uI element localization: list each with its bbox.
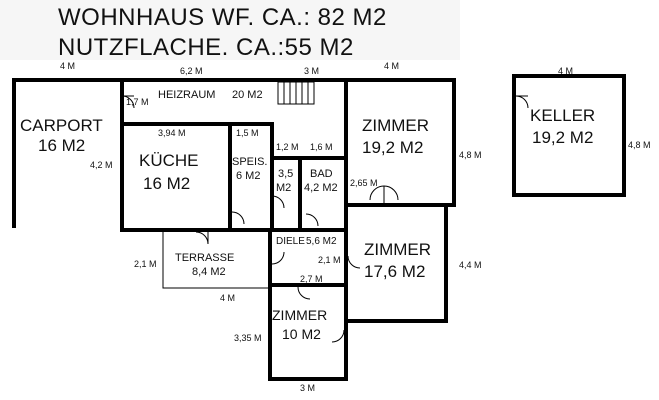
door-zimmer1	[369, 185, 399, 201]
zimmer-2-area: 17,6 M2	[364, 262, 426, 281]
dim-zimmer-1-side: 4,8 M	[459, 150, 482, 160]
kueche-area: 16 M2	[143, 174, 191, 193]
dim-keller-side: 4,8 M	[628, 140, 651, 150]
title-background	[0, 0, 460, 60]
zimmer-2-walls	[344, 203, 448, 323]
diele-label: DIELE	[276, 236, 305, 247]
dim-zimmer-2-side: 4,4 M	[459, 260, 482, 270]
heizraum-label: HEIZRAUM	[158, 89, 216, 101]
dim-zimmer-3-bottom: 3 M	[300, 383, 316, 393]
terrasse-outline	[162, 230, 270, 289]
terrasse-area: 8,4 M2	[192, 266, 226, 278]
door-zimmer3-side	[331, 329, 345, 343]
title-usable-area: NUTZFLACHE. CA.:55 M2	[58, 34, 354, 61]
dim-carport-side: 4,2 M	[90, 160, 113, 170]
dim-keller-top: 4 M	[558, 66, 574, 76]
door-hall	[271, 251, 285, 265]
title-living-area: WOHNHAUS WF. CA.: 82 M2	[58, 4, 387, 31]
bad-label: BAD	[310, 168, 333, 180]
dim-heizraum-small: 1,7 M	[126, 97, 149, 107]
dim-terrasse-bottom: 4 M	[220, 293, 236, 303]
small-room-label: 3,5	[278, 168, 294, 180]
door-bad	[305, 213, 319, 227]
diele-area: 5,6 M2	[306, 236, 337, 247]
kueche-label: KÜCHE	[139, 151, 199, 170]
dim-kueche-width: 3,94 M	[158, 128, 186, 138]
door-zimmer3	[297, 286, 311, 300]
zimmer-1-label: ZIMMER	[362, 116, 430, 135]
zimmer-2-label: ZIMMER	[364, 240, 432, 259]
dim-top-heizraum: 6,2 M	[180, 66, 203, 76]
speis-area: 6 M2	[236, 170, 261, 182]
dim-hall-bottom: 2,7 M	[300, 274, 323, 284]
dim-zimmer-1-inner: 2,65 M	[350, 178, 378, 188]
heizraum-area: 20 M2	[232, 89, 263, 101]
dim-diele-side: 2,1 M	[318, 255, 341, 265]
dim-top-zimmer: 4 M	[384, 61, 400, 71]
speis-label: SPEIS.	[232, 156, 268, 168]
zimmer-1-area: 19,2 M2	[362, 138, 424, 157]
keller-area: 19,2 M2	[532, 128, 594, 147]
door-zimmer2	[347, 255, 361, 269]
small-room-area: M2	[276, 182, 292, 194]
carport-label: CARPORT	[20, 116, 103, 135]
door-small-room	[271, 195, 285, 209]
zimmer-3-area: 10 M2	[282, 326, 321, 342]
zimmer-3-label: ZIMMER	[272, 307, 328, 323]
zimmer-3-walls	[268, 283, 348, 381]
keller-label: KELLER	[530, 106, 596, 125]
dim-terrasse-side: 2,1 M	[134, 259, 157, 269]
dim-zimmer-3-side: 3,35 M	[234, 333, 262, 343]
bad-walls	[298, 156, 348, 232]
dim-top-stairs: 3 M	[304, 66, 320, 76]
dim-top-carport: 4 M	[60, 61, 76, 71]
dim-speis-width: 1,5 M	[236, 128, 259, 138]
door-keller	[515, 95, 529, 109]
door-speis	[231, 211, 245, 225]
door-terrasse	[195, 231, 209, 245]
dim-hall-width: 1,2 M	[276, 142, 299, 152]
keller-walls	[512, 74, 626, 197]
carport-area: 16 M2	[38, 136, 86, 155]
terrasse-label: TERRASSE	[175, 252, 235, 264]
bad-area: 4,2 M2	[304, 182, 338, 194]
dim-bad-width: 1,6 M	[310, 142, 333, 152]
